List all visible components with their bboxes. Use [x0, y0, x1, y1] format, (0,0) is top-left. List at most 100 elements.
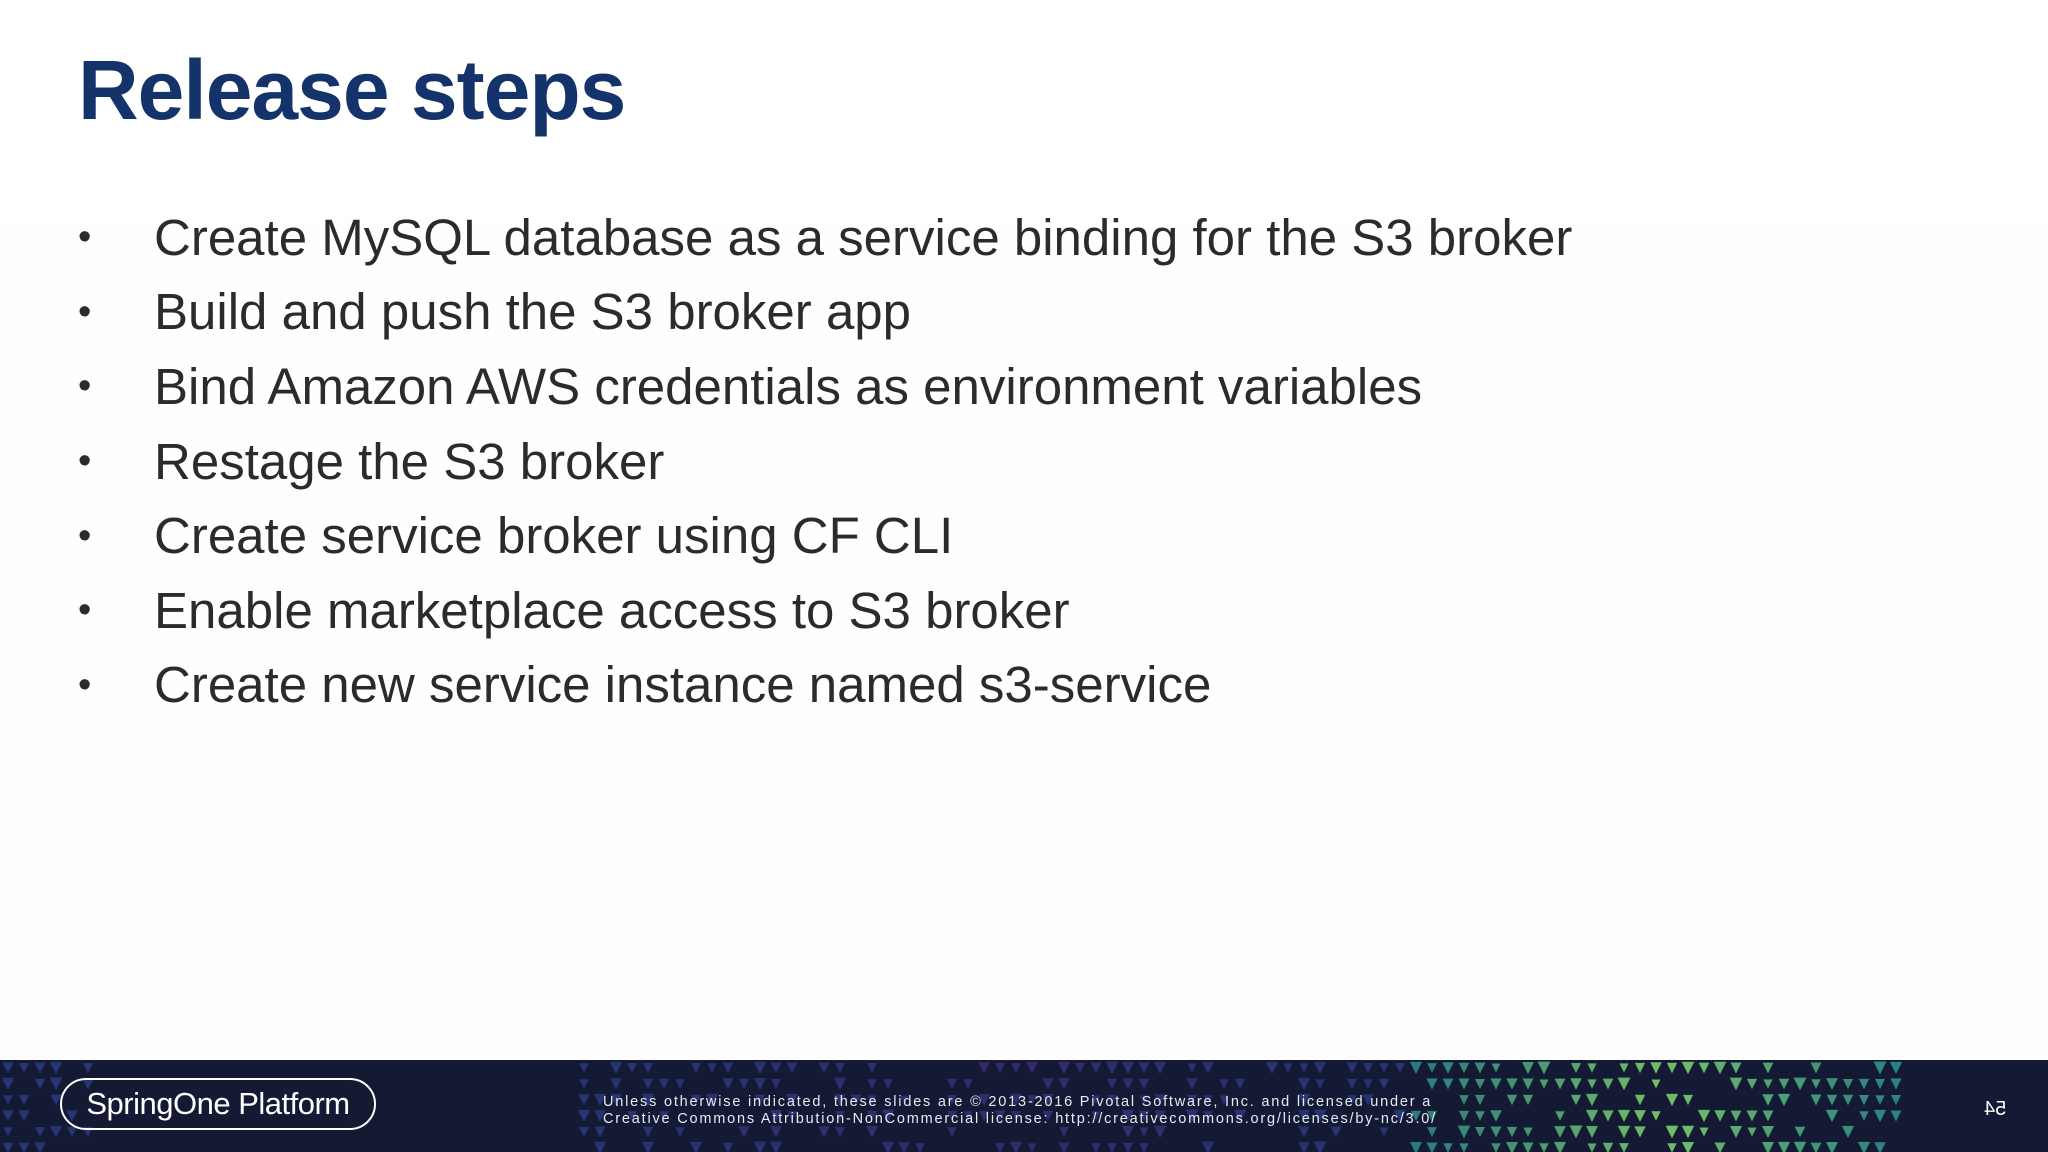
bullet-text: Build and push the S3 broker app [154, 283, 912, 341]
pattern-triangle [1313, 1141, 1327, 1152]
pattern-triangle [18, 1110, 30, 1122]
pattern-triangle [578, 1094, 590, 1106]
page-number: 54 [1984, 1098, 2007, 1120]
pattern-triangle [1139, 1095, 1149, 1105]
pattern-triangle [1570, 1078, 1582, 1090]
pattern-triangle [705, 1093, 719, 1107]
pattern-triangle [770, 1110, 782, 1122]
pattern-triangle [2, 1110, 14, 1122]
pattern-triangle [1203, 1111, 1213, 1121]
bullet-icon: • [78, 365, 92, 408]
pattern-triangle [1890, 1078, 1902, 1090]
pattern-triangle [1841, 1125, 1855, 1139]
pattern-triangle [1889, 1061, 1903, 1075]
pattern-triangle [1634, 1062, 1646, 1074]
pattern-triangle [1203, 1095, 1213, 1105]
pattern-triangle [1058, 1078, 1070, 1090]
pattern-triangle [1442, 1062, 1454, 1074]
pattern-triangle [1586, 1126, 1598, 1138]
pattern-triangle [978, 1062, 990, 1074]
bullet-text: Restage the S3 broker [154, 432, 665, 490]
bullet-text: Create service broker using CF CLI [154, 507, 954, 565]
pattern-triangle [1201, 1141, 1215, 1152]
pattern-triangle [1219, 1079, 1229, 1089]
pattern-triangle [1011, 1063, 1021, 1073]
pattern-triangle [770, 1126, 782, 1138]
logo-text: SpringOne Platform [86, 1086, 350, 1121]
pattern-triangle [579, 1127, 589, 1137]
pattern-triangle [689, 1141, 703, 1152]
pattern-triangle [1410, 1110, 1422, 1122]
pattern-triangle [1522, 1062, 1534, 1074]
pattern-triangle [1763, 1079, 1773, 1089]
pattern-triangle [1009, 1141, 1023, 1152]
pattern-triangle [1682, 1094, 1694, 1106]
pattern-triangle [1793, 1077, 1807, 1091]
bullet-icon: • [78, 440, 92, 483]
pattern-triangle [1475, 1111, 1485, 1121]
pattern-triangle [818, 1126, 830, 1138]
pattern-triangle [1491, 1063, 1501, 1073]
pattern-triangle [1651, 1079, 1661, 1089]
pattern-triangle [1810, 1094, 1822, 1106]
pattern-triangle [642, 1126, 654, 1138]
pattern-triangle [1121, 1109, 1135, 1123]
pattern-triangle [1299, 1063, 1309, 1073]
pattern-triangle [1153, 1061, 1167, 1075]
bullet-item: • Create service broker using CF CLI [78, 498, 1572, 573]
pattern-triangle [1697, 1109, 1711, 1123]
pattern-triangle [1859, 1111, 1869, 1121]
pattern-triangle [1106, 1094, 1118, 1106]
pattern-triangle [1746, 1078, 1758, 1090]
pattern-triangle [34, 1078, 46, 1090]
pattern-triangle [1585, 1109, 1599, 1123]
pattern-triangle [50, 1094, 62, 1106]
pattern-triangle [1202, 1062, 1214, 1074]
pattern-triangle [1746, 1110, 1758, 1122]
pattern-triangle [1121, 1061, 1135, 1075]
pattern-triangle [1091, 1143, 1101, 1152]
pattern-triangle [594, 1126, 606, 1138]
pattern-triangle [1619, 1143, 1629, 1152]
pattern-triangle [947, 1095, 957, 1105]
pattern-triangle [3, 1127, 13, 1137]
pattern-triangle [1475, 1079, 1485, 1089]
pattern-triangle [787, 1111, 797, 1121]
pattern-triangle [1873, 1109, 1887, 1123]
pattern-triangle [579, 1063, 589, 1073]
pattern-triangle [1313, 1109, 1327, 1123]
pattern-triangle [1297, 1093, 1311, 1107]
pattern-triangle [1874, 1142, 1886, 1152]
pattern-triangle [866, 1062, 878, 1074]
pattern-triangle [946, 1078, 958, 1090]
pattern-triangle [1091, 1095, 1101, 1105]
bullet-icon: • [78, 589, 92, 632]
pattern-triangle [835, 1063, 845, 1073]
bullet-icon: • [78, 514, 92, 557]
pattern-triangle [769, 1141, 783, 1152]
pattern-triangle [594, 1110, 606, 1122]
bullet-text: Create MySQL database as a service bindi… [154, 208, 1573, 266]
pattern-triangle [1569, 1125, 1583, 1139]
pattern-triangle [722, 1142, 734, 1152]
pattern-triangle [1442, 1078, 1454, 1090]
bullet-item: • Create new service instance named s3-s… [78, 648, 1572, 723]
pattern-triangle [1539, 1143, 1549, 1152]
triangle-pattern-decoration [1, 1061, 1903, 1152]
pattern-triangle [738, 1126, 750, 1138]
pattern-triangle [1058, 1142, 1070, 1152]
pattern-triangle [18, 1094, 30, 1106]
pattern-triangle [1730, 1110, 1742, 1122]
pattern-triangle [1138, 1110, 1150, 1122]
pattern-triangle [1219, 1095, 1229, 1105]
pattern-triangle [753, 1141, 767, 1152]
pattern-triangle [1265, 1061, 1279, 1075]
pattern-triangle [1458, 1062, 1470, 1074]
pattern-triangle [1459, 1095, 1469, 1105]
pattern-triangle [881, 1109, 895, 1123]
pattern-triangle [1714, 1142, 1726, 1152]
pattern-triangle [1555, 1111, 1565, 1121]
pattern-triangle [866, 1110, 878, 1122]
pattern-triangle [1681, 1061, 1695, 1075]
